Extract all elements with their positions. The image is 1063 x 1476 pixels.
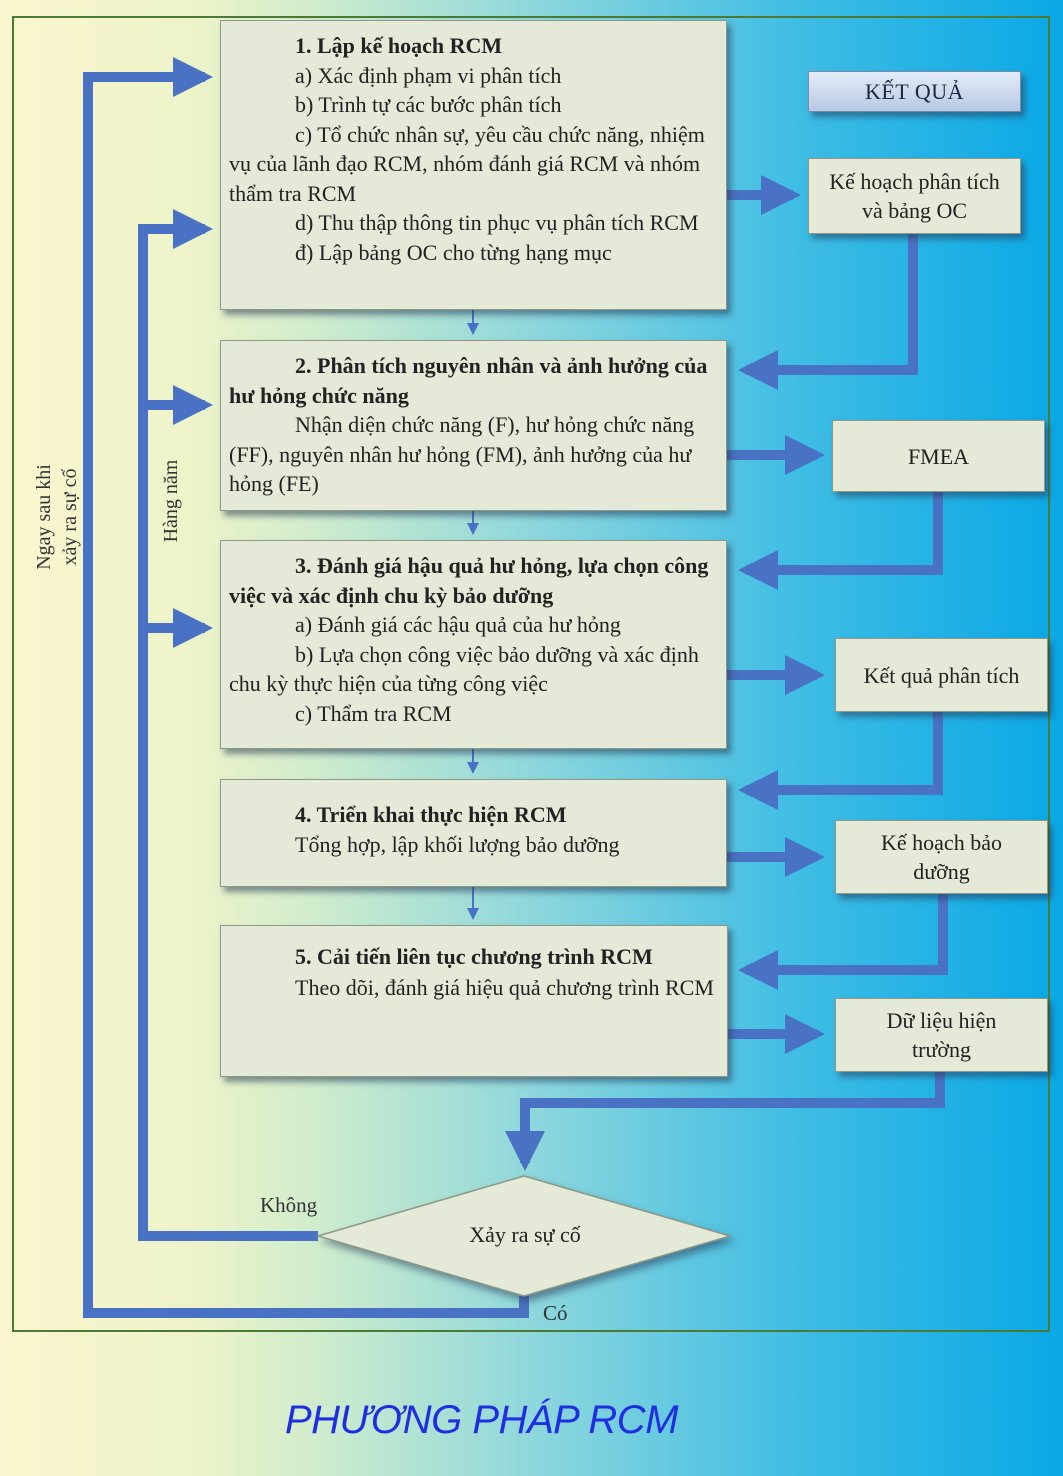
step-5-body: Theo dõi, đánh giá hiệu quả chương trình… bbox=[295, 974, 714, 1000]
step-4-body: Tổng hợp, lập khối lượng bảo dưỡng bbox=[295, 831, 620, 857]
step-3-box: 3. Đánh giá hậu quả hư hỏng, lựa chọn cô… bbox=[220, 540, 727, 749]
step-3-item-b: b) Lựa chọn công việc bảo dưỡng và xác đ… bbox=[229, 641, 699, 697]
page-title: PHƯƠNG PHÁP RCM bbox=[284, 1398, 679, 1442]
arrow-incident-loop bbox=[83, 57, 529, 1318]
result-field-data: Dữ liệu hiện trường bbox=[835, 998, 1048, 1072]
step-4-box: 4. Triển khai thực hiện RCM Tổng hợp, lậ… bbox=[220, 779, 727, 887]
decision-no-label: Không bbox=[260, 1193, 318, 1217]
step-1-title: 1. Lập kế hoạch RCM bbox=[295, 33, 503, 58]
arrow-result3-step4 bbox=[738, 710, 943, 810]
arrow-result4-step5 bbox=[738, 893, 948, 990]
step-1-item-c: c) Tổ chức nhân sự, yêu cầu chức năng, n… bbox=[229, 121, 705, 206]
step-2-title: 2. Phân tích nguyên nhân và ảnh hưởng củ… bbox=[229, 353, 708, 408]
incident-loop-line-1: Ngay sau khi bbox=[33, 464, 55, 570]
results-header: KẾT QUẢ bbox=[808, 71, 1021, 112]
step-2-body: Nhận diện chức năng (F), hư hỏng chức nă… bbox=[229, 412, 695, 496]
arrow-yearly-loop bbox=[138, 209, 318, 1241]
step-4-title: 4. Triển khai thực hiện RCM bbox=[295, 802, 567, 827]
decision-label: Xảy ra sự cố bbox=[469, 1222, 581, 1247]
incident-loop-label: Ngay sau khi xảy ra sự cố bbox=[31, 447, 83, 587]
result-fmea: FMEA bbox=[832, 420, 1045, 492]
arrow-result5-decision bbox=[505, 1072, 945, 1171]
step-3-item-c: c) Thẩm tra RCM bbox=[295, 700, 452, 726]
step-1-item-d: d) Thu thập thông tin phục vụ phân tích … bbox=[295, 210, 699, 235]
step-2-box: 2. Phân tích nguyên nhân và ảnh hưởng củ… bbox=[220, 340, 727, 511]
step-3-item-a: a) Đánh giá các hậu quả của hư hỏng bbox=[295, 612, 621, 637]
step-1-item-dd: đ) Lập bảng OC cho từng hạng mục bbox=[295, 239, 612, 265]
step-1-item-a: a) Xác định phạm vi phân tích bbox=[295, 62, 562, 88]
step-1-item-b: b) Trình tự các bước phân tích bbox=[295, 92, 562, 117]
arrow-result1-step2 bbox=[738, 231, 918, 390]
step-3-title: 3. Đánh giá hậu quả hư hỏng, lựa chọn cô… bbox=[229, 553, 709, 608]
diagram-frame bbox=[12, 16, 1050, 1332]
result-maintenance-plan: Kế hoạch bảo dưỡng bbox=[835, 820, 1048, 894]
yearly-loop-text: Hàng năm bbox=[160, 459, 182, 543]
arrow-result2-step3 bbox=[738, 492, 943, 590]
result-analysis-plan: Kế hoạch phân tích và bảng OC bbox=[808, 158, 1021, 234]
incident-loop-line-2: xảy ra sự cố bbox=[59, 468, 81, 566]
step-5-box: 5. Cải tiến liên tục chương trình RCM Th… bbox=[220, 925, 728, 1077]
step-1-box: 1. Lập kế hoạch RCM a) Xác định phạm vi … bbox=[220, 20, 727, 310]
decision-yes-label: Có bbox=[543, 1301, 568, 1325]
yearly-loop-label: Hàng năm bbox=[158, 441, 184, 561]
step-5-title: 5. Cải tiến liên tục chương trình RCM bbox=[295, 944, 653, 969]
decision-diamond bbox=[315, 1175, 733, 1297]
result-analysis: Kết quả phân tích bbox=[835, 638, 1048, 712]
